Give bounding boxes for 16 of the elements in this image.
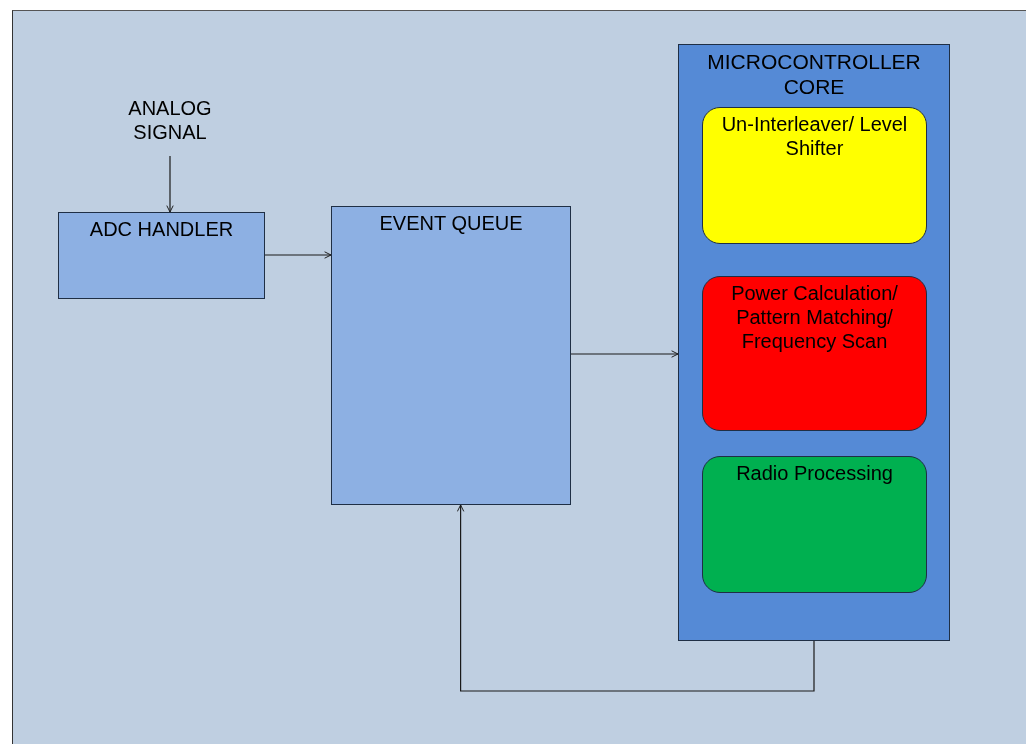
signal-label: ANALOG SIGNAL [127, 96, 213, 144]
box-title: ADC HANDLER [88, 217, 235, 241]
box-title: MICROCONTROLLER CORE [706, 49, 922, 100]
rounded-box [702, 456, 927, 593]
box-title: EVENT QUEUE [378, 211, 524, 235]
rounded-box [702, 276, 927, 431]
block-box [331, 206, 571, 505]
block-box [58, 212, 265, 299]
arrow [570, 350, 679, 358]
box-title: Power Calculation/ Pattern Matching/ Frequency Scan [730, 281, 899, 353]
core-container [678, 44, 950, 641]
box-title: Radio Processing [735, 461, 894, 485]
arrow [166, 155, 174, 213]
box-title: Un-Interleaver/ Level Shifter [720, 112, 909, 160]
rounded-box [702, 107, 927, 244]
arrow [264, 251, 332, 259]
